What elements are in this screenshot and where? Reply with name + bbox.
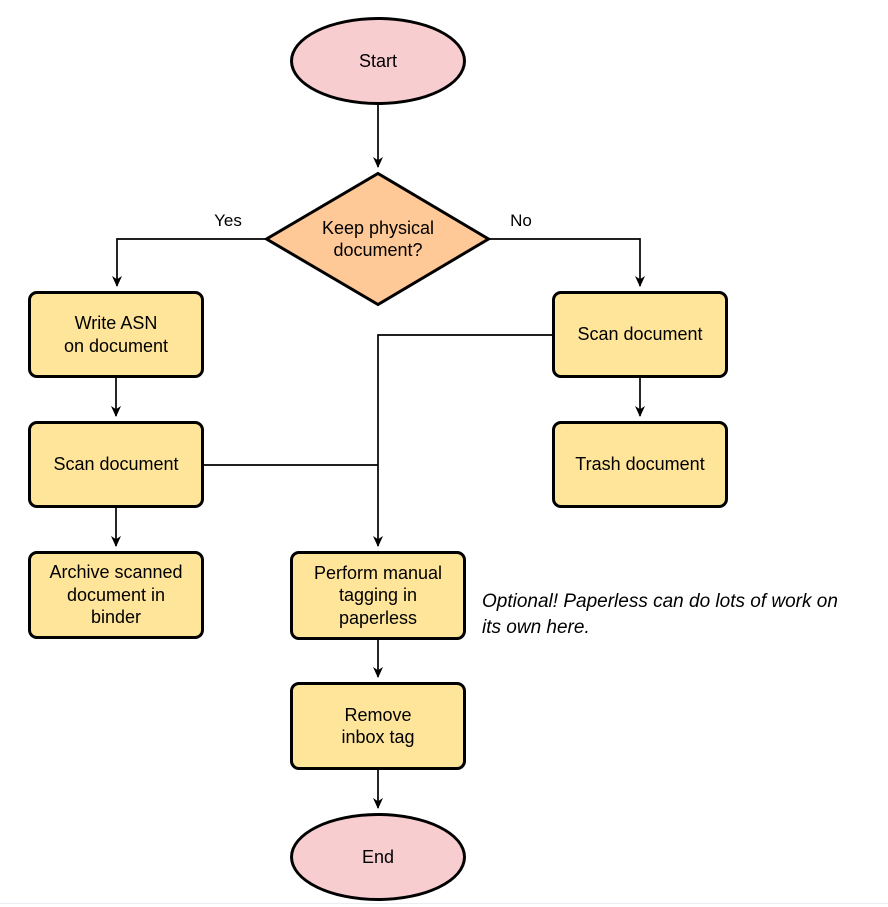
node-remove-inbox-tag-label: Remove inbox tag	[341, 704, 415, 748]
node-scan-document-right-label: Scan document	[577, 324, 703, 345]
node-perform-tagging-label: Perform manual tagging in paperless	[313, 562, 443, 628]
bottom-divider	[0, 903, 888, 904]
decision-diamond-shape	[263, 171, 492, 307]
node-scan-document-right: Scan document	[552, 291, 728, 378]
node-scan-document-left-label: Scan document	[53, 454, 179, 475]
node-perform-tagging: Perform manual tagging in paperless	[290, 551, 466, 640]
node-scan-document-left: Scan document	[28, 421, 204, 508]
edge-decision-yes-to-write-asn	[112, 238, 267, 287]
edge-decision-no-to-scan-right	[489, 238, 645, 287]
node-decision: Keep physical document?	[283, 205, 473, 273]
node-end-label: End	[361, 846, 395, 867]
edge-scan-right-to-perform-tagging	[373, 334, 552, 547]
node-write-asn-label: Write ASN on document	[63, 313, 169, 356]
node-end: End	[290, 813, 466, 901]
node-trash-document: Trash document	[552, 421, 728, 508]
edge-label-yes: Yes	[214, 211, 242, 230]
node-write-asn: Write ASN on document	[28, 291, 204, 378]
node-start-label: Start	[358, 50, 397, 71]
node-trash-document-label: Trash document	[575, 454, 705, 475]
node-archive-document: Archive scanned document in binder	[28, 551, 204, 639]
node-remove-inbox-tag: Remove inbox tag	[290, 682, 466, 770]
optional-note: Optional! Paperless can do lots of work …	[482, 591, 838, 639]
node-decision-label: Keep physical document?	[321, 217, 435, 261]
edge-label-no: No	[510, 211, 532, 230]
node-start: Start	[290, 17, 466, 105]
node-archive-document-label: Archive scanned document in binder	[49, 562, 183, 628]
